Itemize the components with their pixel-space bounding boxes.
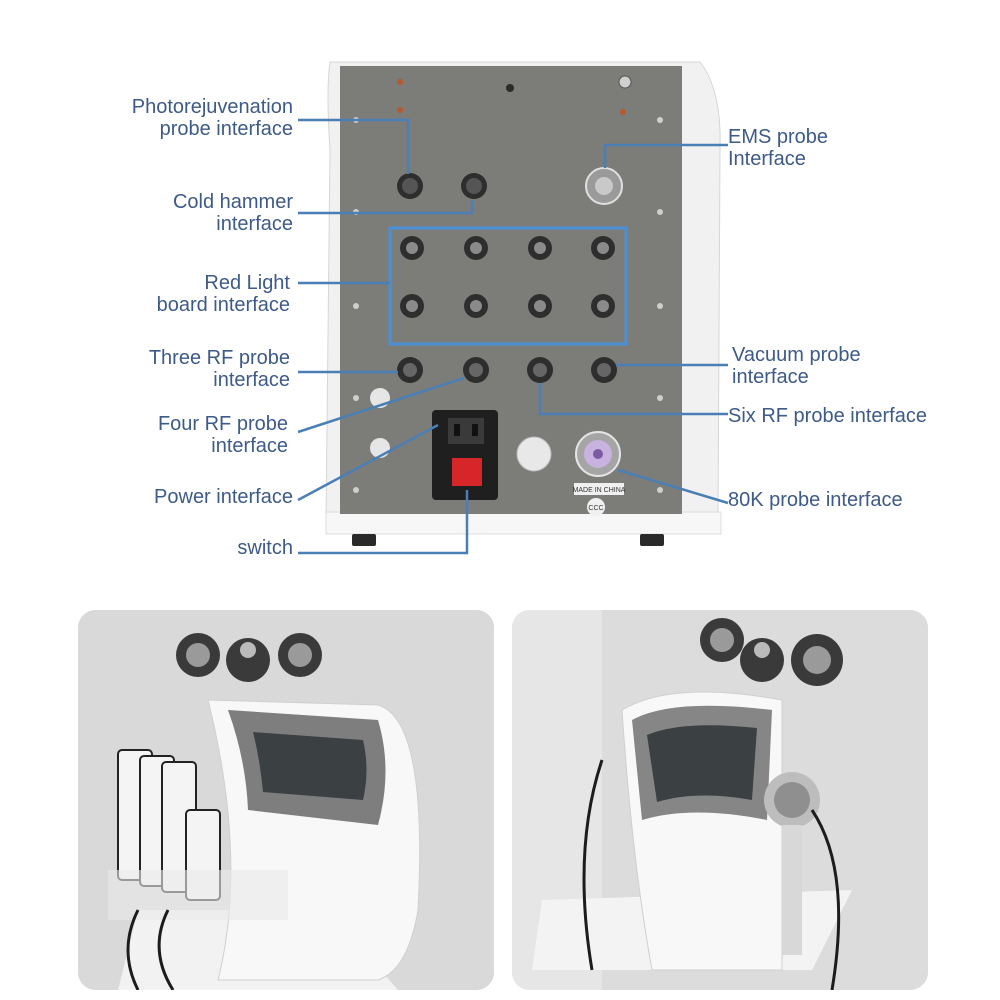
- label-six-rf: Six RF probe interface: [728, 405, 927, 427]
- connector-80k: [575, 431, 621, 477]
- label-power: Power interface: [154, 486, 293, 508]
- made-in-label: MADE IN CHINA: [573, 487, 626, 494]
- ccc-mark: CCC: [588, 505, 603, 512]
- connector-ems: [585, 167, 623, 205]
- rf-vacuum-connectors: [397, 357, 617, 383]
- device-photo-right: [512, 610, 928, 990]
- red-light-highlight-box: [388, 226, 628, 346]
- device-back-panel: MADE IN CHINA CCC: [297, 61, 729, 555]
- device-photo-left: [78, 610, 494, 990]
- connector-photorejuvenation: [397, 173, 423, 199]
- connector-cold-hammer: [461, 173, 487, 199]
- power-switch: [452, 458, 482, 486]
- leader-lines: [297, 118, 729, 555]
- label-switch: switch: [237, 537, 293, 559]
- power-socket: [432, 410, 498, 500]
- label-80k: 80K probe interface: [728, 489, 903, 511]
